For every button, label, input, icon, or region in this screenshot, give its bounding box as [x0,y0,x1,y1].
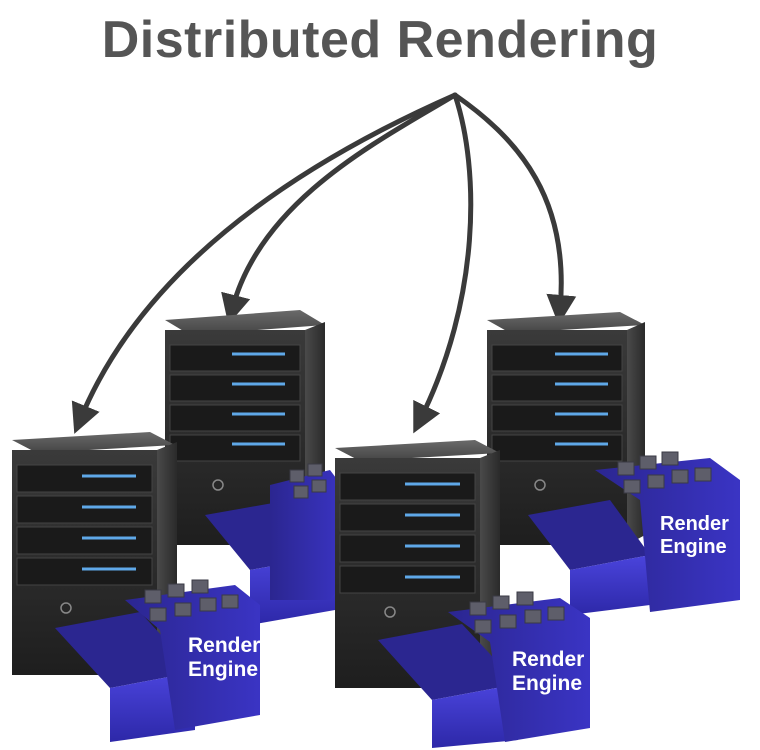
render-engine-back-left [205,463,345,625]
render-engine-label: Engine [512,672,582,695]
render-engine-front-center: Render Engine [378,591,590,748]
server-logo-icon [384,606,396,618]
drive-bays [169,344,301,462]
arrow-to-back-left-server [221,92,458,325]
drive-bays [16,464,153,586]
render-engine-label: Engine [188,658,258,681]
render-engine-label: Render [660,513,729,535]
arrows [71,92,577,434]
status-leds [82,474,136,571]
diagram-title: Distributed Rendering [101,11,659,69]
render-engine-label: Render [512,648,584,671]
arrow-to-front-center-server [413,92,474,434]
render-engine-front-left: Render Engine [55,579,260,742]
drive-bays [491,344,623,462]
server-logo-icon [60,602,72,614]
status-leds [555,352,608,446]
status-leds [405,482,460,579]
render-engine-label: Render [188,634,260,657]
arrow-to-back-right-server [452,92,577,325]
drive-bays [339,472,476,594]
server-logo-icon [534,479,546,491]
status-leds [232,352,285,446]
arrow-to-front-left-server [71,92,458,434]
render-engine-back-right: Render Engine [528,451,740,615]
render-engine-label: Engine [660,536,727,558]
server-logo-icon [212,479,224,491]
